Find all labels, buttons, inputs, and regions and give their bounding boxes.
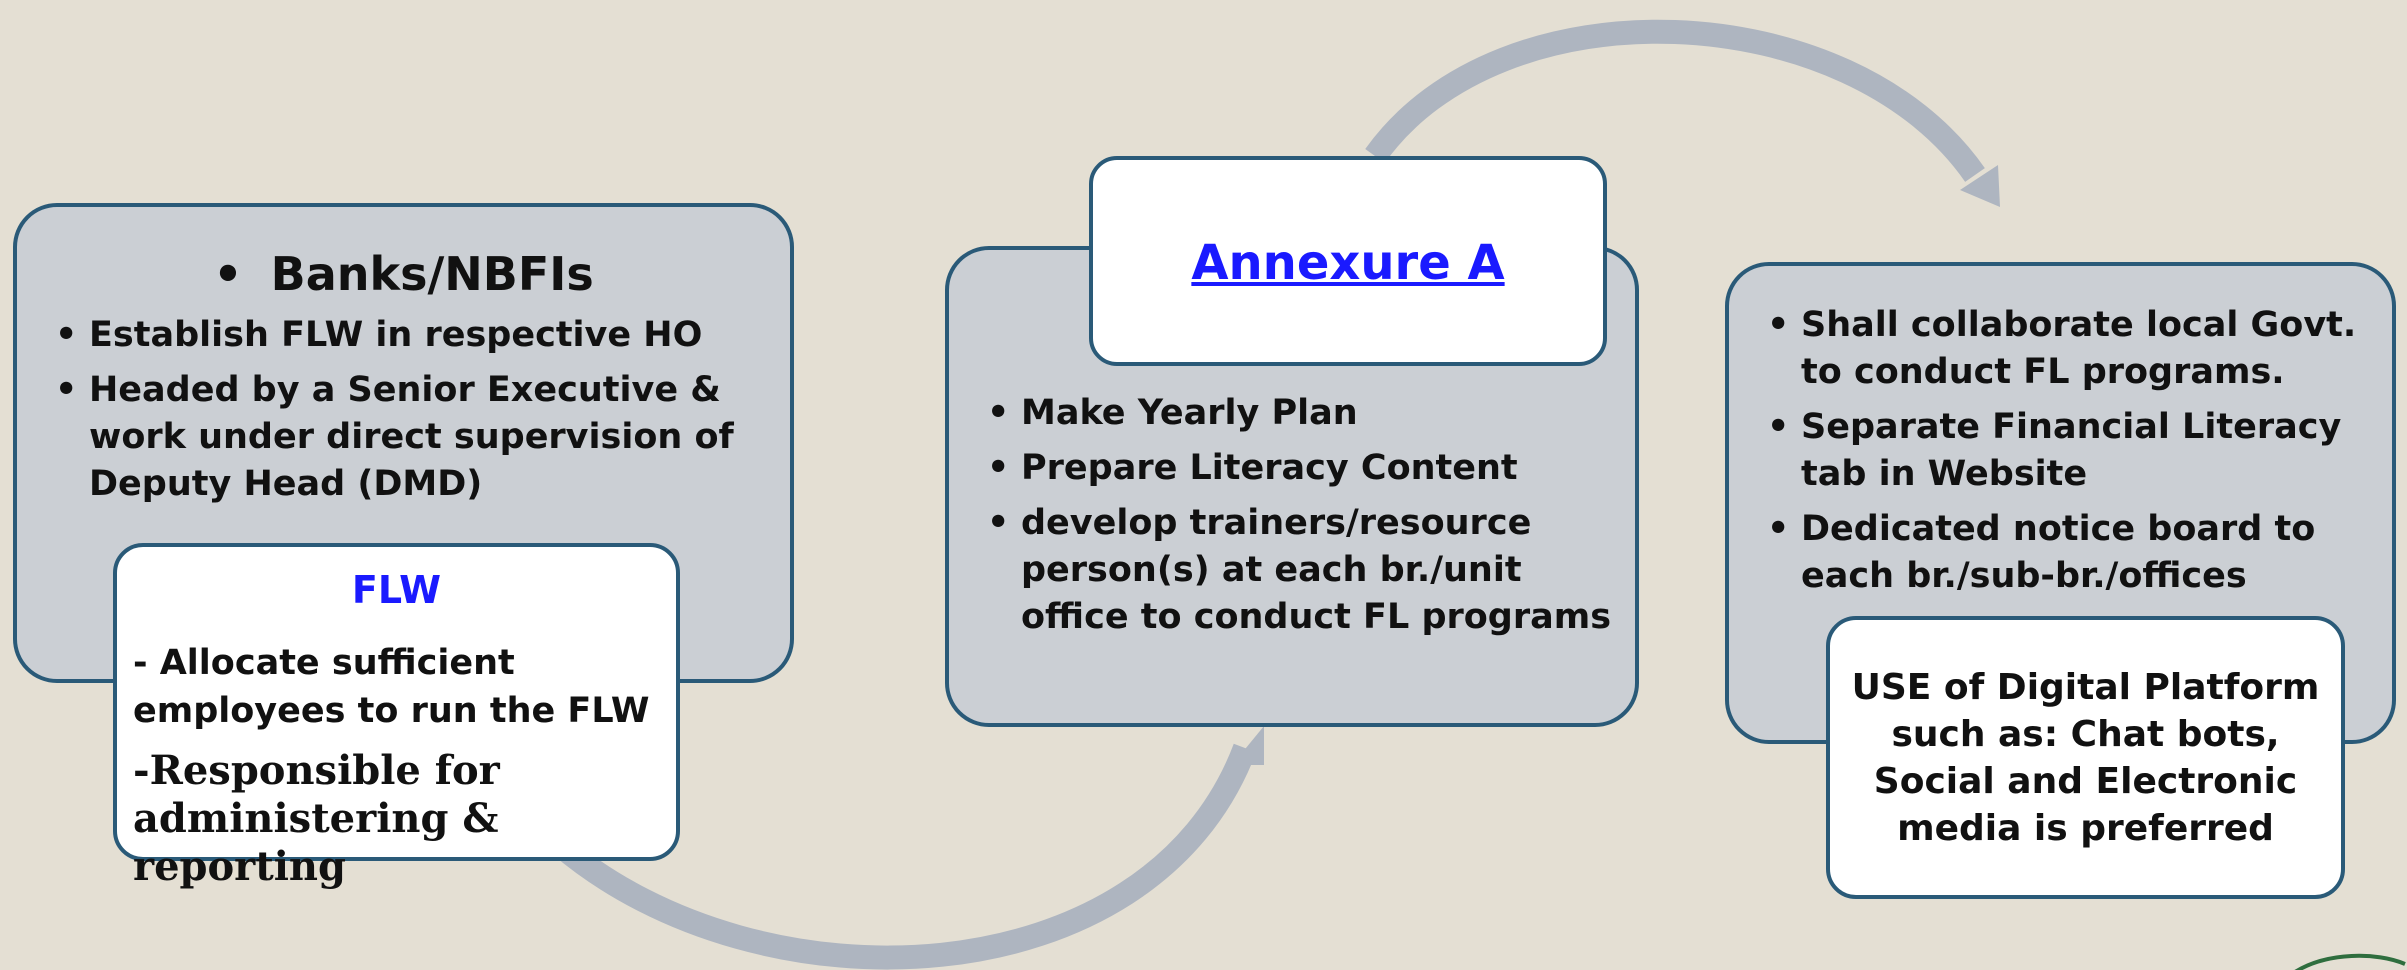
arrowhead-box1-to-box2: [1232, 726, 1264, 765]
flw-responsible-text: -Responsible for administering & reporti…: [133, 747, 500, 890]
digital-platform-text: USE of Digital Platform such as: Chat bo…: [1851, 667, 2320, 849]
list-item: develop trainers/resource person(s) at e…: [987, 500, 1627, 641]
digital-platform-box: USE of Digital Platform such as: Chat bo…: [1826, 616, 2345, 899]
banks-nbfis-list: Establish FLW in respective HO Headed by…: [55, 312, 765, 516]
list-item: Prepare Literacy Content: [987, 445, 1627, 492]
list-item: Headed by a Senior Executive & work unde…: [55, 367, 765, 508]
flw-title: FLW: [351, 568, 442, 612]
banks-nbfis-title: Banks/NBFIs: [270, 247, 594, 301]
annexure-box: Annexure A: [1089, 156, 1607, 366]
arrow-box2-to-box3: [1365, 19, 1985, 182]
list-item: Establish FLW in respective HO: [55, 312, 765, 359]
arrowhead-box2-to-box3: [1960, 165, 2000, 207]
annexure-a-link[interactable]: Annexure A: [1191, 235, 1505, 291]
list-item: Dedicated notice board to each br./sub-b…: [1767, 506, 2387, 600]
collaboration-list: Shall collaborate local Govt. to conduct…: [1767, 302, 2387, 608]
list-item: Separate Financial Literacy tab in Websi…: [1767, 404, 2387, 498]
list-item: Shall collaborate local Govt. to conduct…: [1767, 302, 2387, 396]
flw-allocate-text: - Allocate sufficient employees to run t…: [133, 643, 650, 731]
plan-list: Make Yearly Plan Prepare Literacy Conten…: [987, 390, 1627, 649]
list-item: Make Yearly Plan: [987, 390, 1627, 437]
arrow-box1-to-box2: [552, 743, 1257, 970]
flw-box: FLW - Allocate sufficient employees to r…: [113, 543, 680, 890]
corner-logo-fragment: [2294, 953, 2406, 970]
